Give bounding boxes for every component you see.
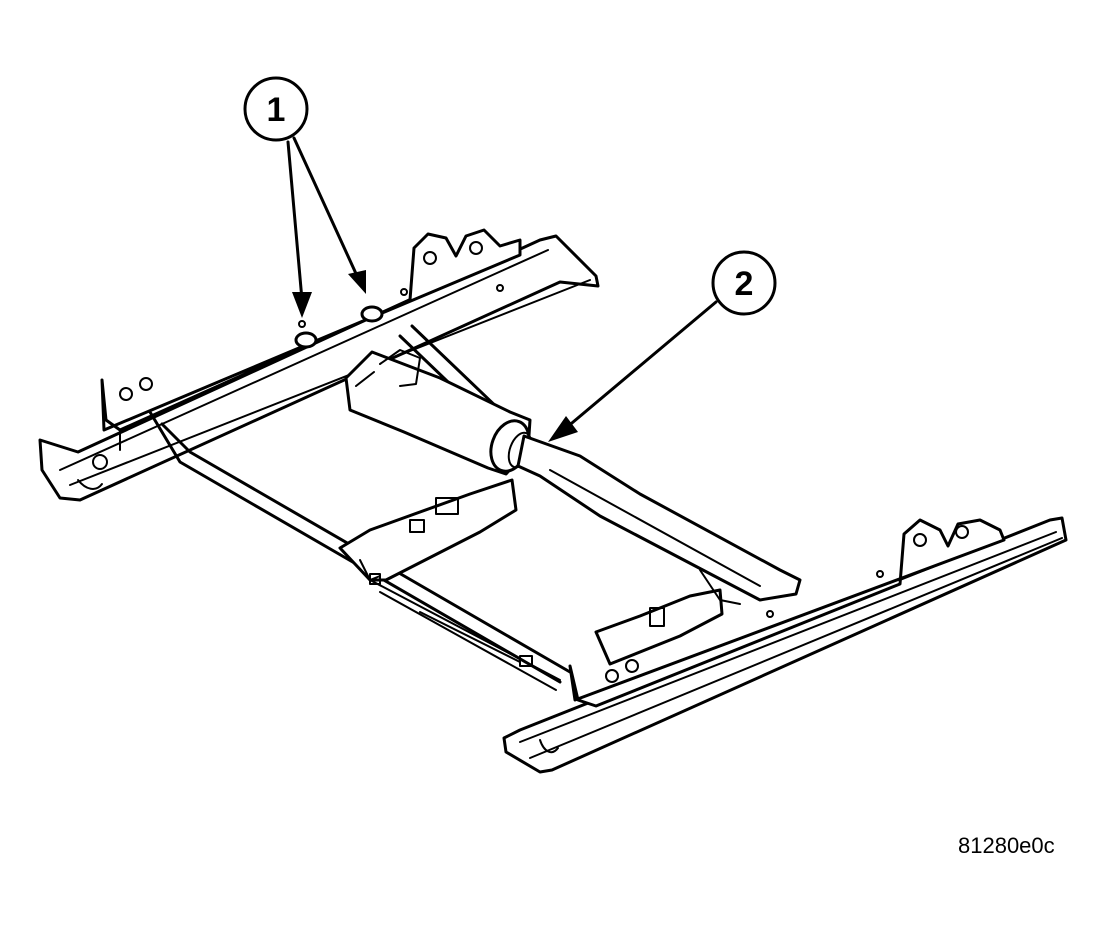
callout-2-circle xyxy=(711,250,777,316)
callout-1-arrowhead-a xyxy=(292,292,312,318)
mounting-nut-right xyxy=(360,305,384,323)
right-seat-track-rail xyxy=(502,516,1068,774)
callout-2: 2 xyxy=(548,250,777,442)
left-seat-track-rail xyxy=(38,228,600,502)
mounting-nuts xyxy=(294,305,384,349)
callout-1-circle xyxy=(243,76,309,142)
callout-1-label: 1 xyxy=(267,91,286,129)
callout-2-leader xyxy=(564,300,718,430)
callout-1-leader-b xyxy=(292,136,360,280)
power-seat-motor xyxy=(344,349,802,605)
callout-1-arrowhead-b xyxy=(348,270,366,294)
callout-2-arrowhead xyxy=(548,416,578,442)
figure-code: 81280e0c xyxy=(958,833,1055,858)
callout-2-label: 2 xyxy=(735,265,754,303)
mounting-nut-left xyxy=(294,331,318,349)
callout-1-leader-a xyxy=(286,140,304,302)
callout-1: 1 xyxy=(243,76,366,318)
